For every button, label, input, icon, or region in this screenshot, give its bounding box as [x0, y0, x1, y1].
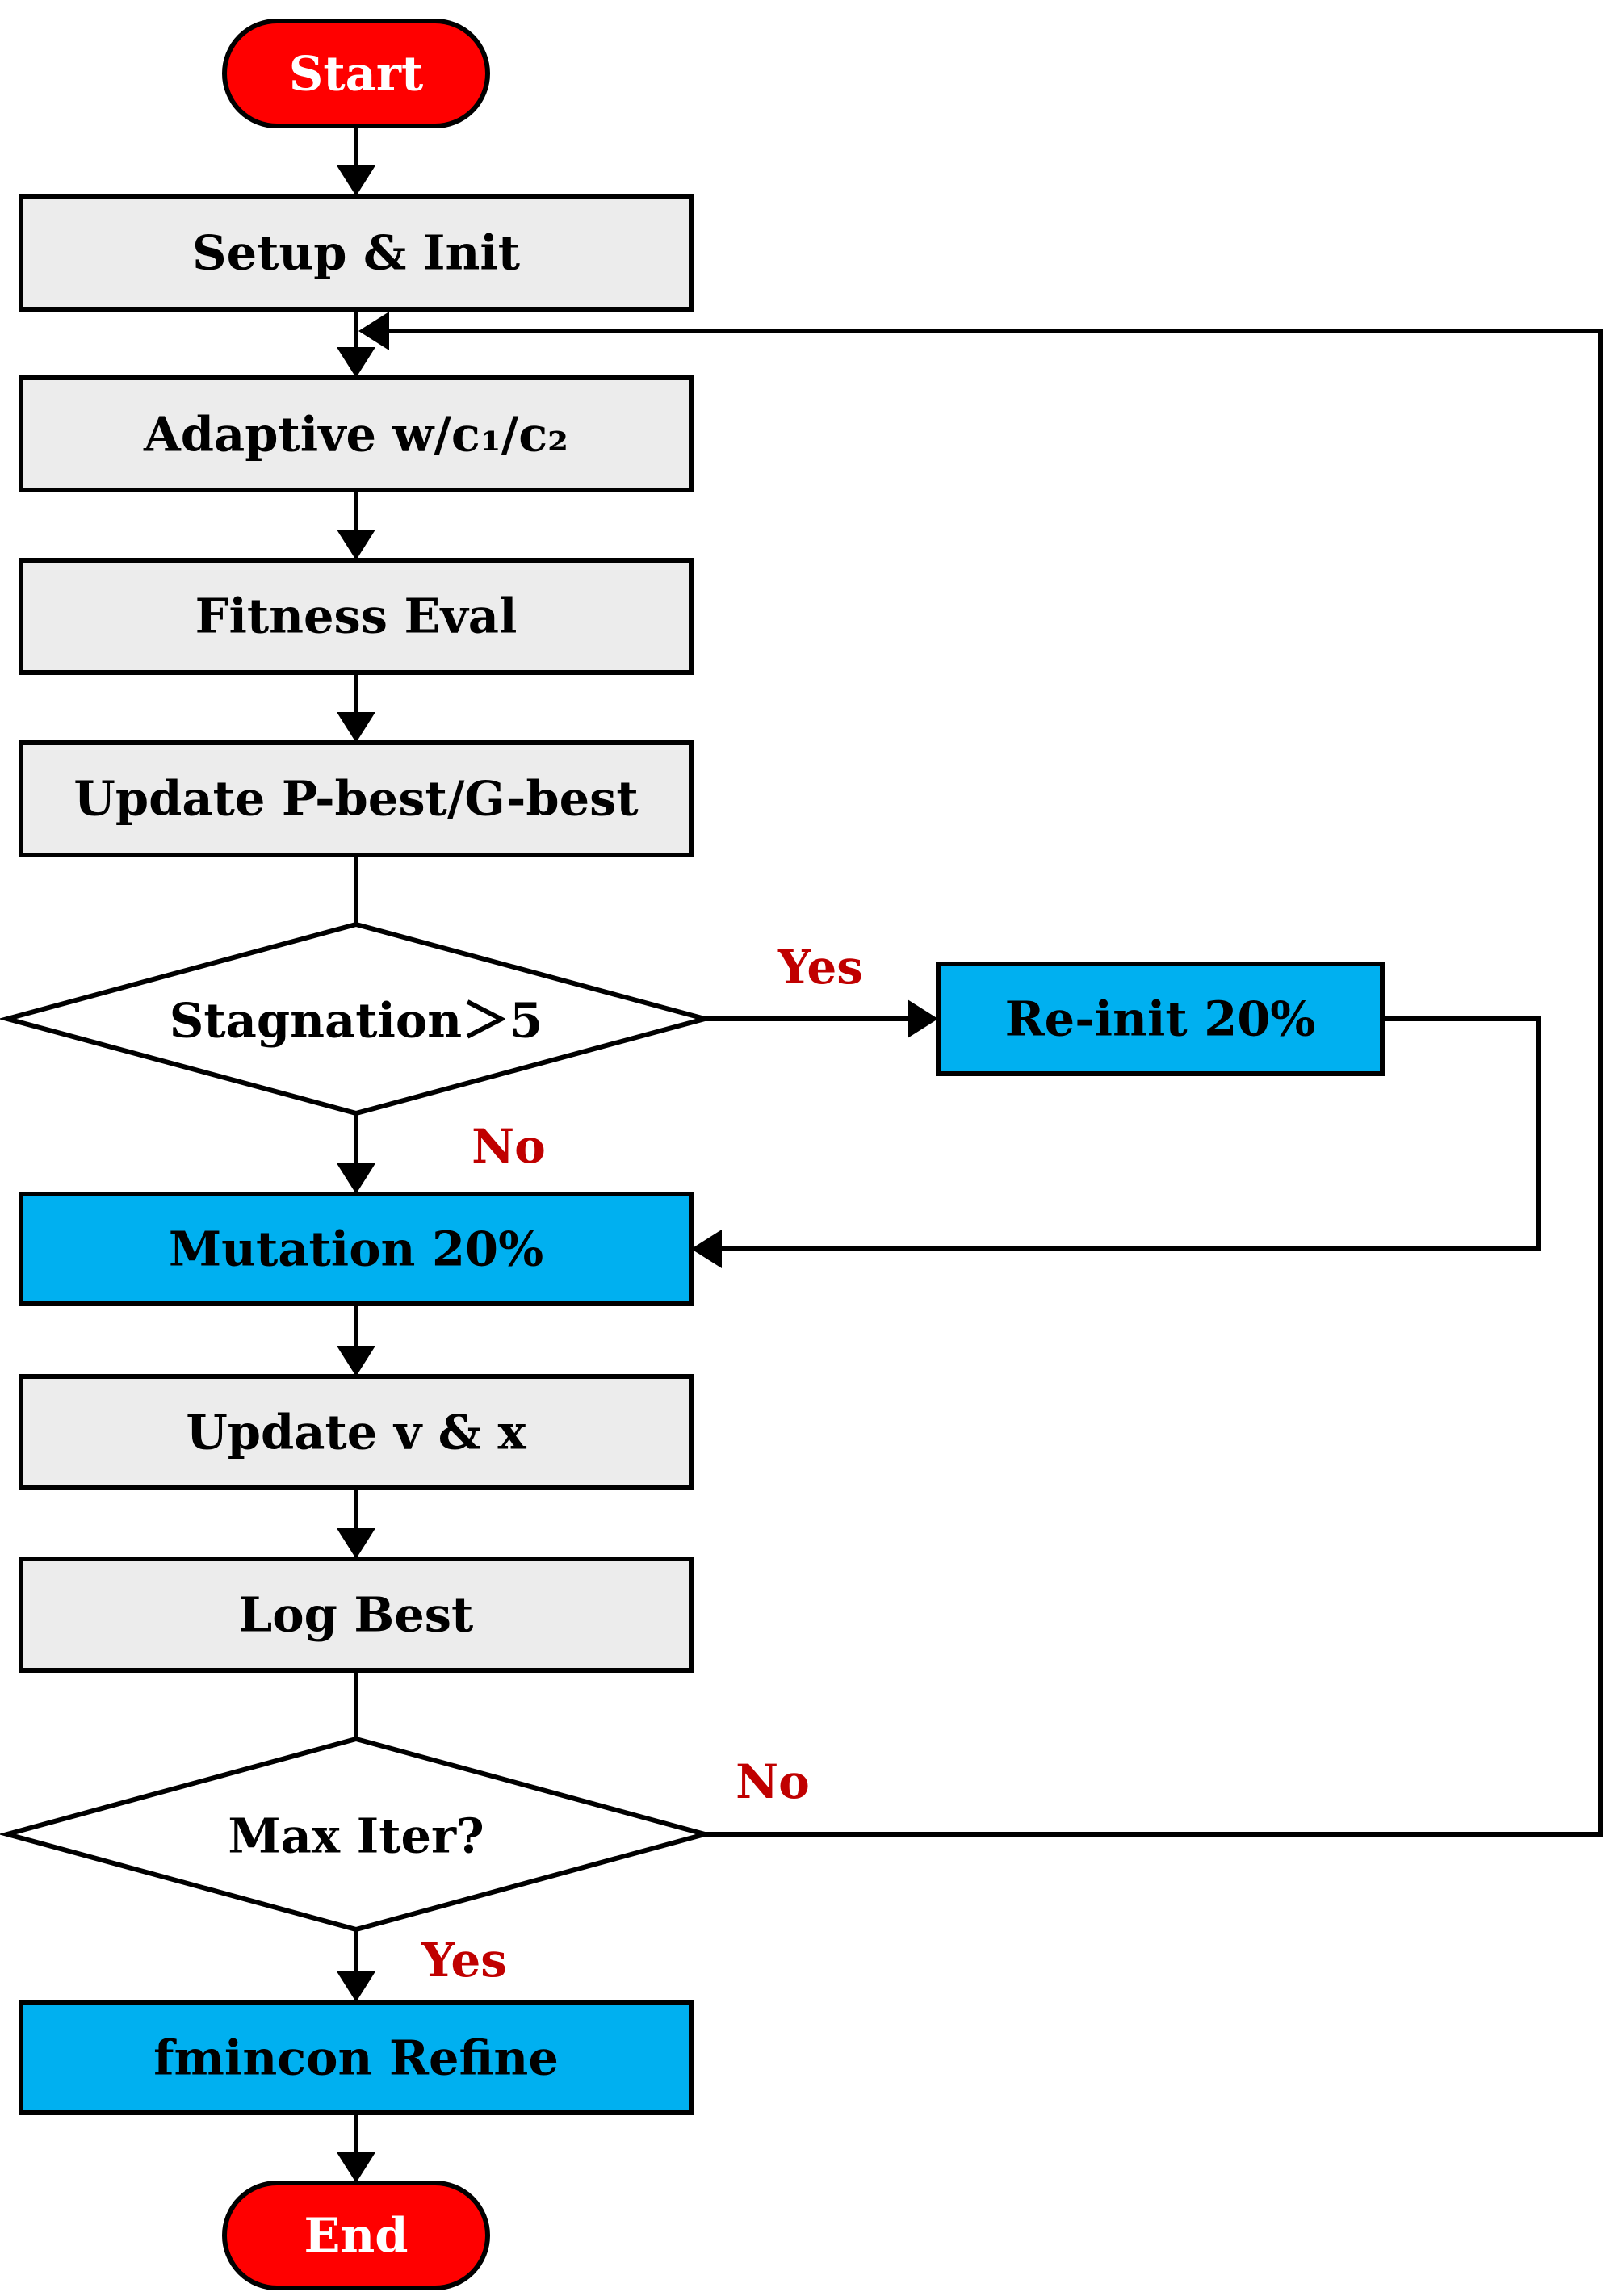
process-adaptive: Adaptive w/c₁/c₂: [19, 375, 694, 492]
process-update-vx-label: Update v & x: [186, 1405, 526, 1460]
process-fitness-eval-shape: [19, 558, 694, 675]
arrowhead: [337, 712, 375, 743]
process-adaptive-label: Adaptive w/c₁/c₂: [143, 407, 568, 463]
branch-label-stagnation-no: No: [472, 1119, 546, 1174]
process-reinit-label: Re-init 20%: [1005, 991, 1316, 1047]
process-reinit: Re-init 20%: [936, 962, 1385, 1076]
decision-stagnation-shape: [0, 921, 715, 1117]
arrowhead: [337, 347, 375, 378]
process-mutation-label: Mutation 20%: [169, 1221, 543, 1277]
process-log-best-shape: [19, 1557, 694, 1673]
branch-label-max-iter-yes: Yes: [421, 1933, 507, 1988]
arrowhead: [691, 1230, 722, 1268]
terminal-start: Start: [222, 19, 490, 128]
decision-max-iter: Max Iter?: [0, 1736, 715, 1933]
decision-stagnation-label: Stagnation＞5: [170, 993, 543, 1049]
terminal-start-shape: [222, 19, 490, 128]
process-fitness-eval-label: Fitness Eval: [195, 589, 518, 644]
arrowhead: [337, 165, 375, 196]
process-setup-init-shape: [19, 194, 694, 312]
process-fmincon-label: fmincon Refine: [153, 2030, 559, 2086]
process-update-vx-shape: [19, 1374, 694, 1490]
terminal-end: End: [222, 2181, 490, 2290]
process-reinit-shape: [936, 962, 1385, 1076]
terminal-end-label: End: [304, 2208, 408, 2264]
terminal-end-shape: [222, 2181, 490, 2290]
edge-reinit-to-mutation: [717, 1016, 1541, 1251]
process-adaptive-shape: [19, 375, 694, 492]
process-mutation-shape: [19, 1192, 694, 1306]
process-update-best-label: Update P-best/G-best: [73, 771, 638, 827]
process-update-best: Update P-best/G-best: [19, 740, 694, 857]
process-log-best-label: Log Best: [239, 1587, 474, 1643]
process-setup-init: Setup & Init: [19, 194, 694, 312]
arrowhead: [908, 999, 938, 1038]
process-update-best-shape: [19, 740, 694, 857]
process-update-vx: Update v & x: [19, 1374, 694, 1490]
arrowhead: [337, 1971, 375, 2002]
terminal-start-label: Start: [289, 46, 423, 102]
branch-label-stagnation-yes: Yes: [777, 940, 863, 995]
edges: [337, 126, 1603, 2183]
arrowhead: [337, 1163, 375, 1194]
decision-max-iter-shape: [0, 1736, 715, 1933]
branch-label-max-iter-no: No: [736, 1754, 810, 1809]
process-fmincon: fmincon Refine: [19, 2000, 694, 2115]
arrowhead: [337, 530, 375, 560]
branch-labels: Yes No No Yes: [421, 940, 863, 1988]
process-mutation: Mutation 20%: [19, 1192, 694, 1306]
process-fitness-eval: Fitness Eval: [19, 558, 694, 675]
edge-max-iter-no-loop: [384, 329, 1603, 1837]
arrowhead: [337, 2152, 375, 2183]
process-fmincon-shape: [19, 2000, 694, 2115]
decision-max-iter-label: Max Iter?: [228, 1808, 484, 1864]
process-setup-init-label: Setup & Init: [192, 225, 520, 281]
arrowhead: [337, 1528, 375, 1559]
decision-stagnation: Stagnation＞5: [0, 921, 715, 1117]
arrowhead: [358, 312, 389, 350]
process-log-best: Log Best: [19, 1557, 694, 1673]
arrowhead: [337, 1346, 375, 1376]
